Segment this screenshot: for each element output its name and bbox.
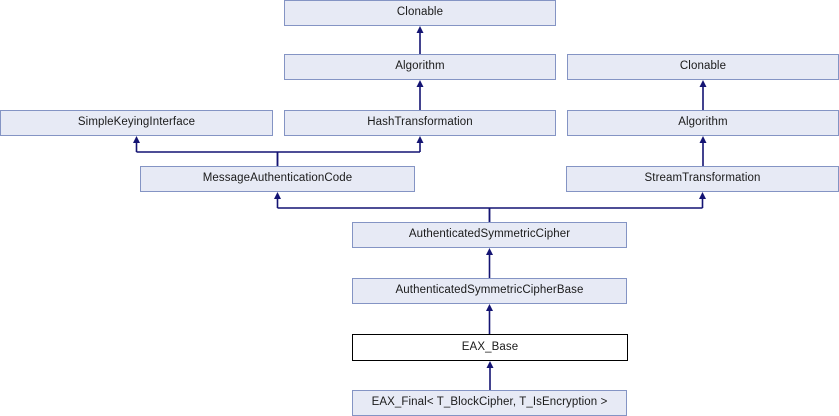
- class-node-eax_final[interactable]: EAX_Final< T_BlockCipher, T_IsEncryption…: [352, 390, 627, 416]
- inheritance-arrowhead: [486, 248, 493, 255]
- class-node-label: Clonable: [396, 6, 444, 19]
- class-node-label: Algorithm: [395, 60, 445, 73]
- inheritance-arrowhead: [133, 136, 140, 143]
- class-node-label: Clonable: [679, 60, 727, 73]
- class-node-label: AuthenticatedSymmetricCipher: [408, 228, 571, 241]
- class-node-asc_base[interactable]: AuthenticatedSymmetricCipherBase: [352, 278, 627, 304]
- class-node-clonable_right[interactable]: Clonable: [567, 54, 839, 80]
- class-node-label: MessageAuthenticationCode: [202, 172, 353, 185]
- class-node-mac[interactable]: MessageAuthenticationCode: [140, 166, 415, 192]
- class-node-algorithm_right[interactable]: Algorithm: [567, 110, 839, 136]
- class-node-label: EAX_Base: [461, 340, 519, 353]
- inheritance-arrowhead: [486, 304, 493, 311]
- class-node-label: AuthenticatedSymmetricCipherBase: [395, 284, 584, 297]
- inheritance-arrowhead: [416, 26, 424, 33]
- class-node-algorithm_mid[interactable]: Algorithm: [284, 54, 556, 80]
- class-node-label: Algorithm: [678, 116, 728, 129]
- inheritance-arrowhead: [699, 136, 707, 143]
- class-node-simple_keying[interactable]: SimpleKeyingInterface: [0, 110, 273, 136]
- class-node-stream_transform[interactable]: StreamTransformation: [566, 166, 839, 192]
- class-node-eax_base[interactable]: EAX_Base: [352, 334, 628, 361]
- class-node-label: StreamTransformation: [644, 172, 761, 185]
- inheritance-arrowhead: [699, 80, 707, 87]
- class-node-label: HashTransformation: [367, 116, 473, 129]
- class-node-clonable_top[interactable]: Clonable: [284, 0, 556, 26]
- class-node-hash_transform[interactable]: HashTransformation: [284, 110, 556, 136]
- inheritance-arrowhead: [416, 136, 424, 143]
- inheritance-arrowhead: [416, 80, 424, 87]
- inheritance-arrowhead: [699, 192, 706, 199]
- inheritance-arrowhead: [486, 361, 494, 368]
- class-node-asc[interactable]: AuthenticatedSymmetricCipher: [352, 222, 627, 248]
- inheritance-arrowhead: [274, 192, 281, 199]
- class-node-label: SimpleKeyingInterface: [77, 116, 196, 129]
- class-node-label: EAX_Final< T_BlockCipher, T_IsEncryption…: [371, 396, 608, 409]
